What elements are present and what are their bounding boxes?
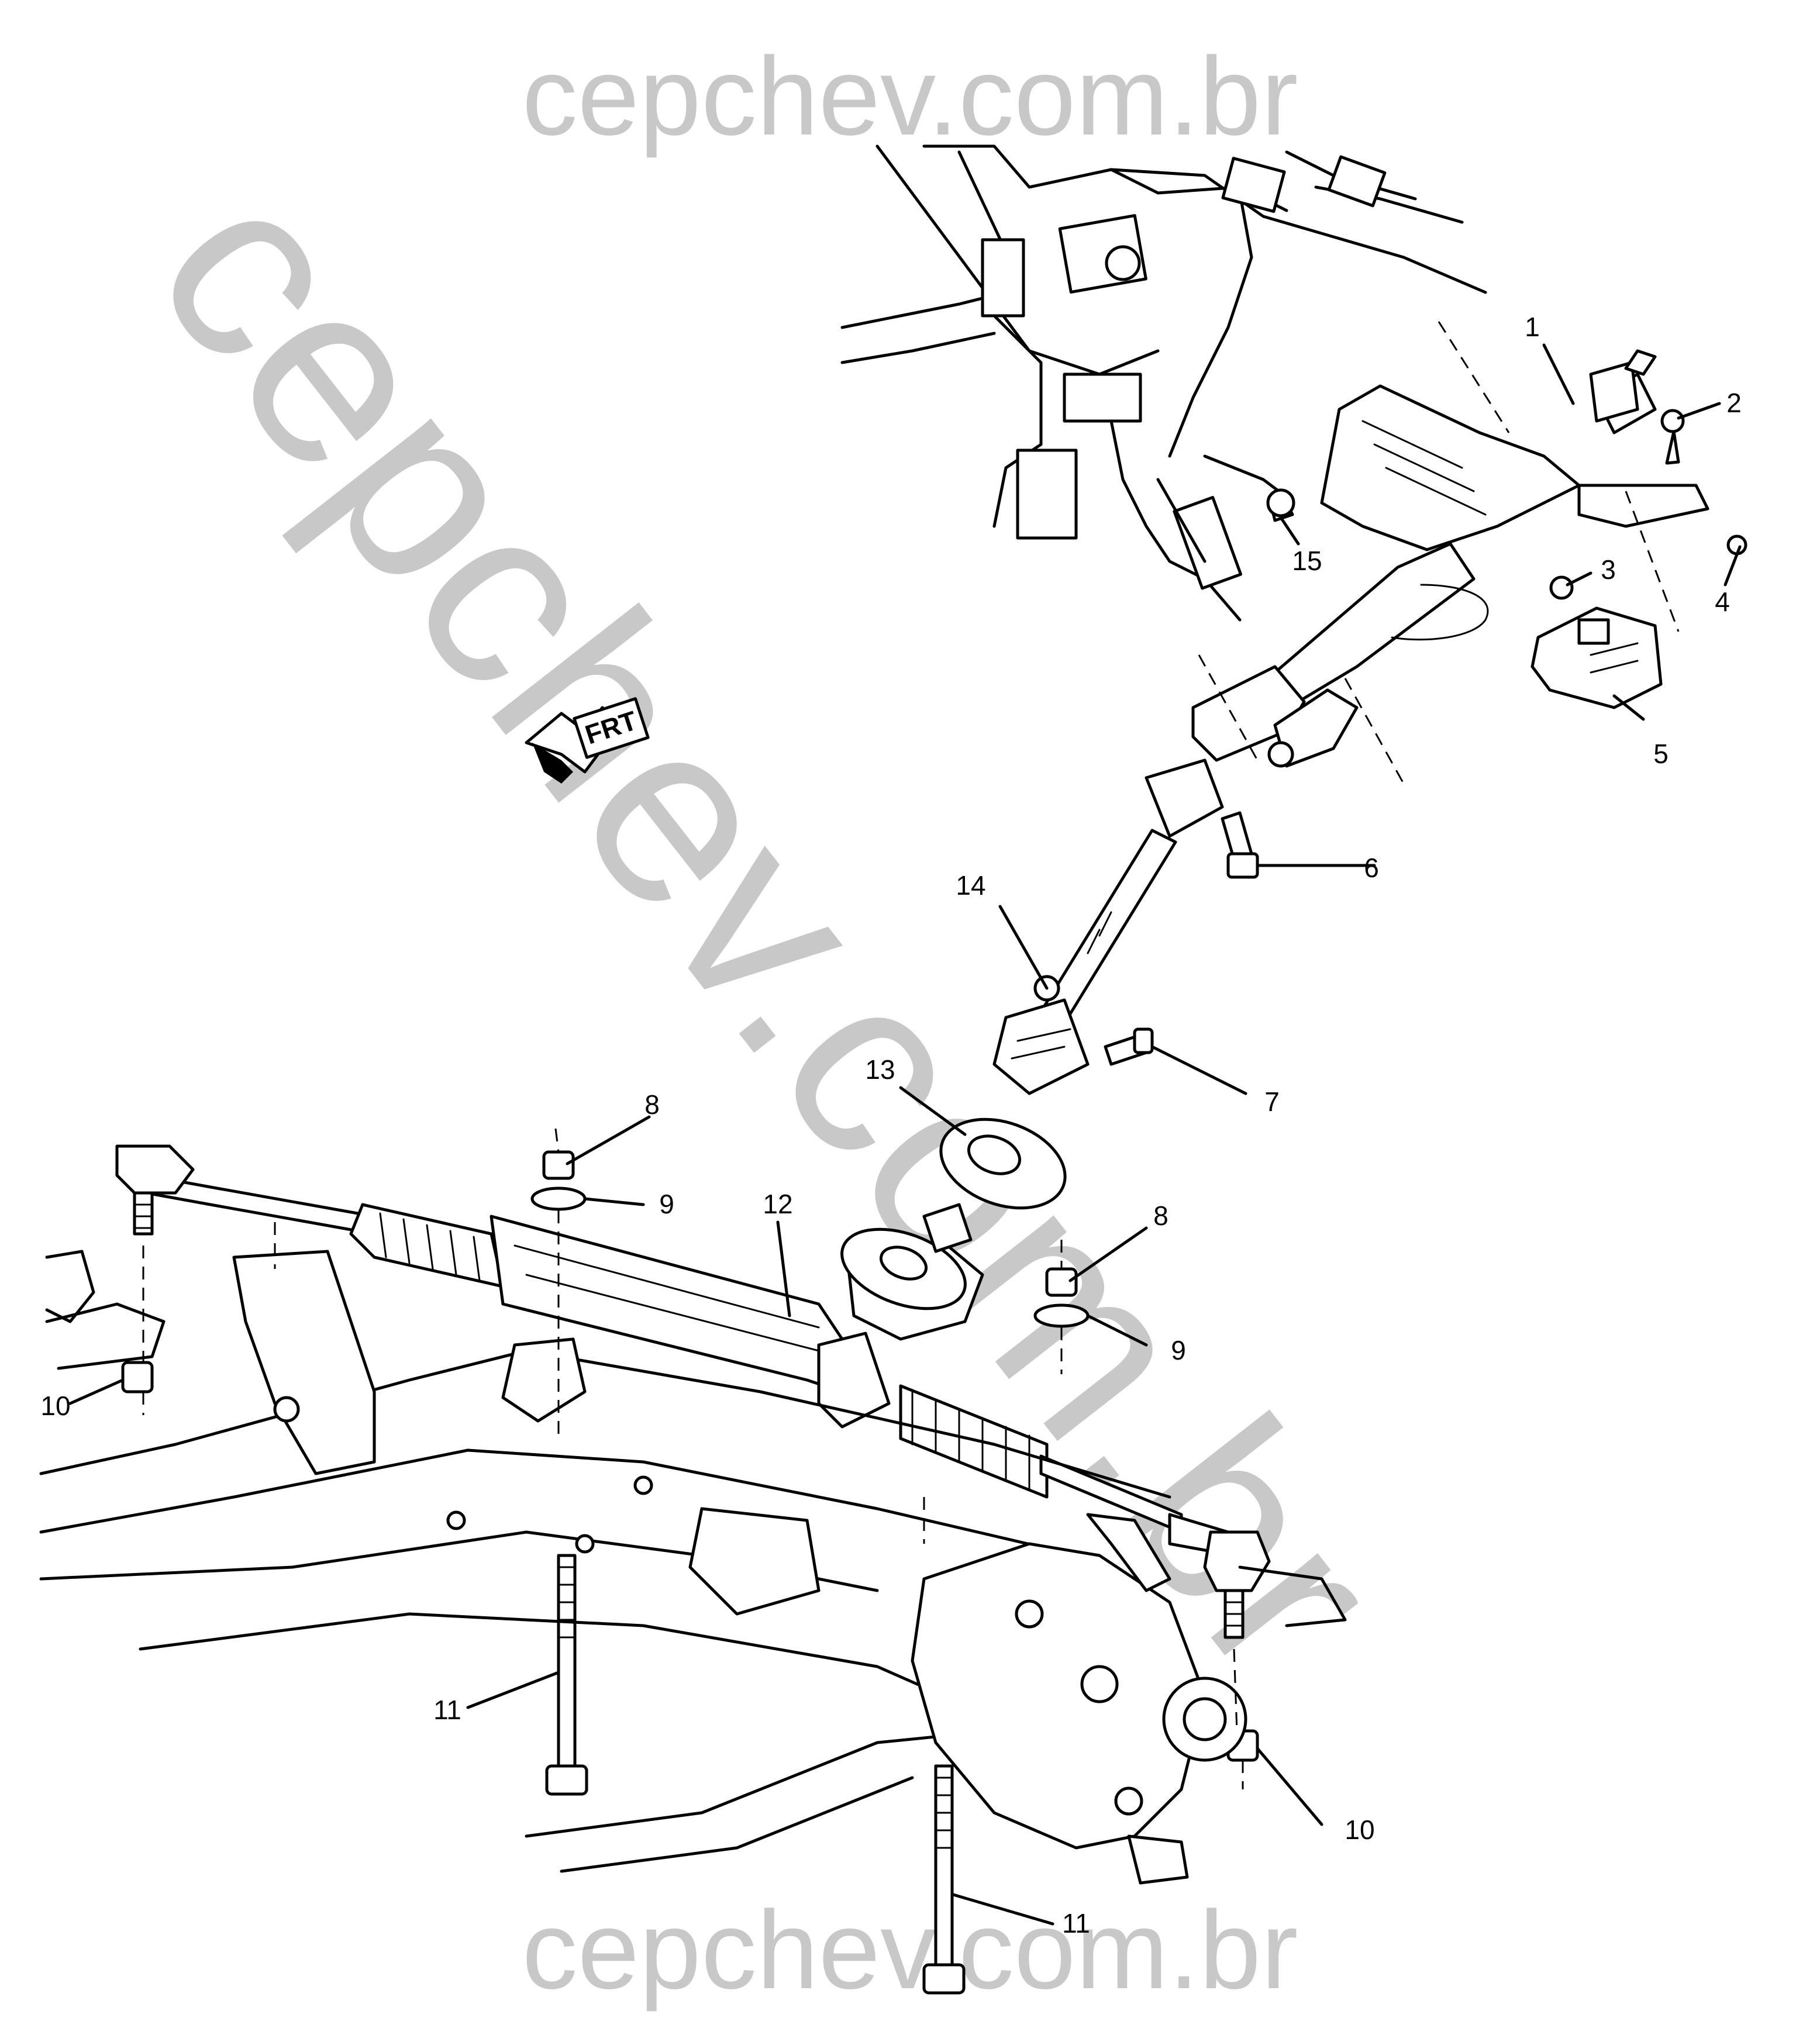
- callout-13: 13: [865, 1054, 895, 1085]
- callout-3: 3: [1601, 554, 1616, 585]
- callout-2: 2: [1726, 388, 1742, 418]
- watermark-top: cepchev.com.br: [522, 35, 1298, 158]
- callout-8-upper: 8: [644, 1089, 660, 1120]
- steering-column: [1191, 349, 1709, 768]
- bolt-6: [1221, 811, 1259, 879]
- nuts-washers: [530, 1150, 1090, 1328]
- callout-10-right: 10: [1345, 1815, 1374, 1845]
- callout-5: 5: [1653, 739, 1669, 769]
- callout-12: 12: [763, 1189, 792, 1219]
- seal-13: [939, 1117, 1067, 1210]
- small-fasteners: [1266, 409, 1747, 600]
- callouts: 1 2 3 4 5 6 7 8 8 9 9 10 10 11 11 12 13 …: [40, 312, 1741, 1938]
- steering-gear: [144, 1174, 1236, 1557]
- callout-10-left: 10: [40, 1391, 70, 1421]
- callout-14: 14: [956, 870, 985, 901]
- callout-1: 1: [1525, 312, 1540, 342]
- subframe: [39, 1250, 1171, 1873]
- callout-15: 15: [1292, 546, 1322, 576]
- callout-9-upper: 9: [659, 1189, 674, 1219]
- steering-knuckle: [911, 1513, 1347, 1885]
- callout-8-lower: 8: [1153, 1201, 1168, 1231]
- module-5: [1531, 606, 1663, 709]
- bolt-11-right: [922, 1764, 966, 1995]
- callout-11-right: 11: [1062, 1908, 1090, 1938]
- body-structure: [840, 144, 1487, 622]
- intermediate-shaft: [992, 758, 1224, 1095]
- bolt-7: [1104, 1027, 1154, 1066]
- callout-7: 7: [1264, 1086, 1280, 1117]
- frt-badge: FRT: [525, 697, 650, 784]
- guide-lines: [142, 321, 1680, 1789]
- leader-lines: [68, 343, 1742, 1926]
- callout-6: 6: [1364, 853, 1379, 883]
- watermark-bottom: cepchev.com.br: [522, 1888, 1298, 2012]
- bolt-11-left: [545, 1554, 588, 1796]
- callout-4: 4: [1715, 587, 1730, 617]
- tie-rod-end-right: [1203, 1530, 1271, 1639]
- tie-rod-end-left: [115, 1144, 195, 1236]
- callout-11-left: 11: [433, 1695, 461, 1725]
- callout-9-lower: 9: [1171, 1335, 1186, 1365]
